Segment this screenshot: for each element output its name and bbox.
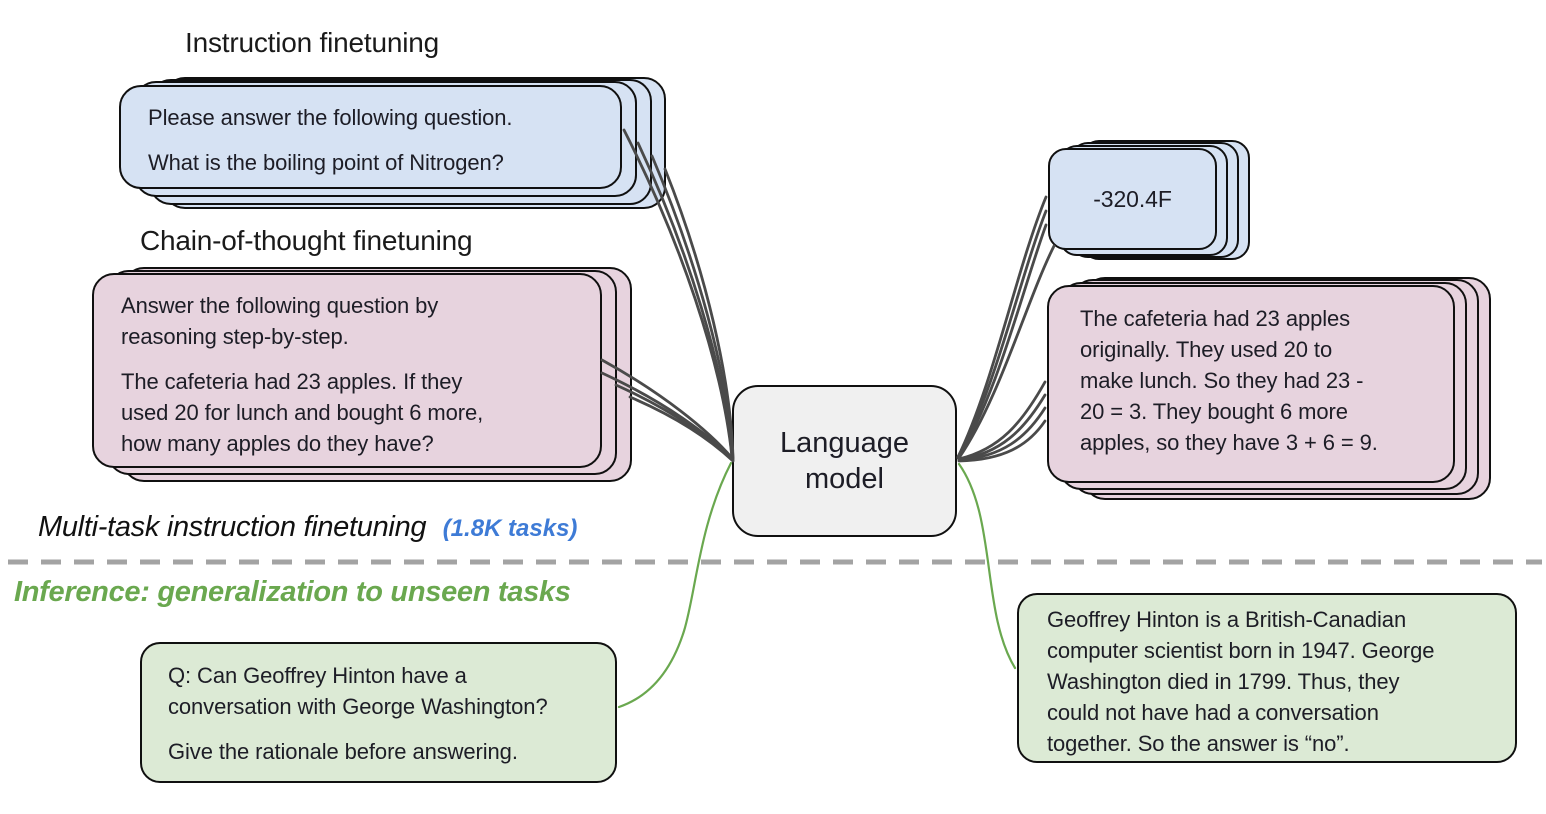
- model-to-cot-answer-connectors: [957, 380, 1047, 463]
- language-model-box: Language model: [732, 385, 957, 537]
- cot-answer-text: The cafeteria had 23 apples originally. …: [1080, 306, 1378, 455]
- inference-answer-card: Geoffrey Hinton is a British-Canadian co…: [1017, 593, 1517, 763]
- boiling-point-answer: -320.4F: [1093, 185, 1172, 212]
- chain-of-thought-finetuning-heading: Chain-of-thought finetuning: [140, 225, 473, 256]
- language-model-label: Language model: [779, 427, 910, 495]
- inference-question-text: Q: Can Geoffrey Hinton have a conversati…: [168, 663, 548, 719]
- instruction-answer-card: -320.4F: [1048, 148, 1217, 250]
- prompt-question-line: What is the boiling point of Nitrogen?: [148, 150, 504, 175]
- inference-prompt-card: Q: Can Geoffrey Hinton have a conversati…: [140, 642, 617, 783]
- cot-instruction-text: Answer the following question by reasoni…: [121, 293, 439, 349]
- task-count-badge: (1.8K tasks): [442, 515, 578, 542]
- cot-answer-card: The cafeteria had 23 apples originally. …: [1047, 285, 1455, 483]
- instruction-prompt-card: Please answer the following question. Wh…: [119, 85, 622, 189]
- prompt-instruction-line: Please answer the following question.: [148, 105, 513, 130]
- inference-answer-connector: [957, 462, 1017, 670]
- cot-question-text: The cafeteria had 23 apples. If they use…: [121, 369, 484, 456]
- multitask-label-text: Multi-task instruction finetuning: [38, 511, 427, 543]
- instruction-finetuning-heading: Instruction finetuning: [185, 27, 439, 58]
- multitask-finetuning-label: Multi-task instruction finetuning (1.8K …: [38, 511, 577, 544]
- model-to-instruction-answer-connectors: [956, 195, 1056, 460]
- inference-rationale-text: Give the rationale before answering.: [168, 739, 518, 764]
- cot-prompt-card: Answer the following question by reasoni…: [92, 273, 602, 468]
- inference-prompt-connector: [617, 461, 733, 709]
- inference-section-label: Inference: generalization to unseen task…: [14, 576, 571, 608]
- inference-answer-text: Geoffrey Hinton is a British-Canadian co…: [1047, 607, 1435, 756]
